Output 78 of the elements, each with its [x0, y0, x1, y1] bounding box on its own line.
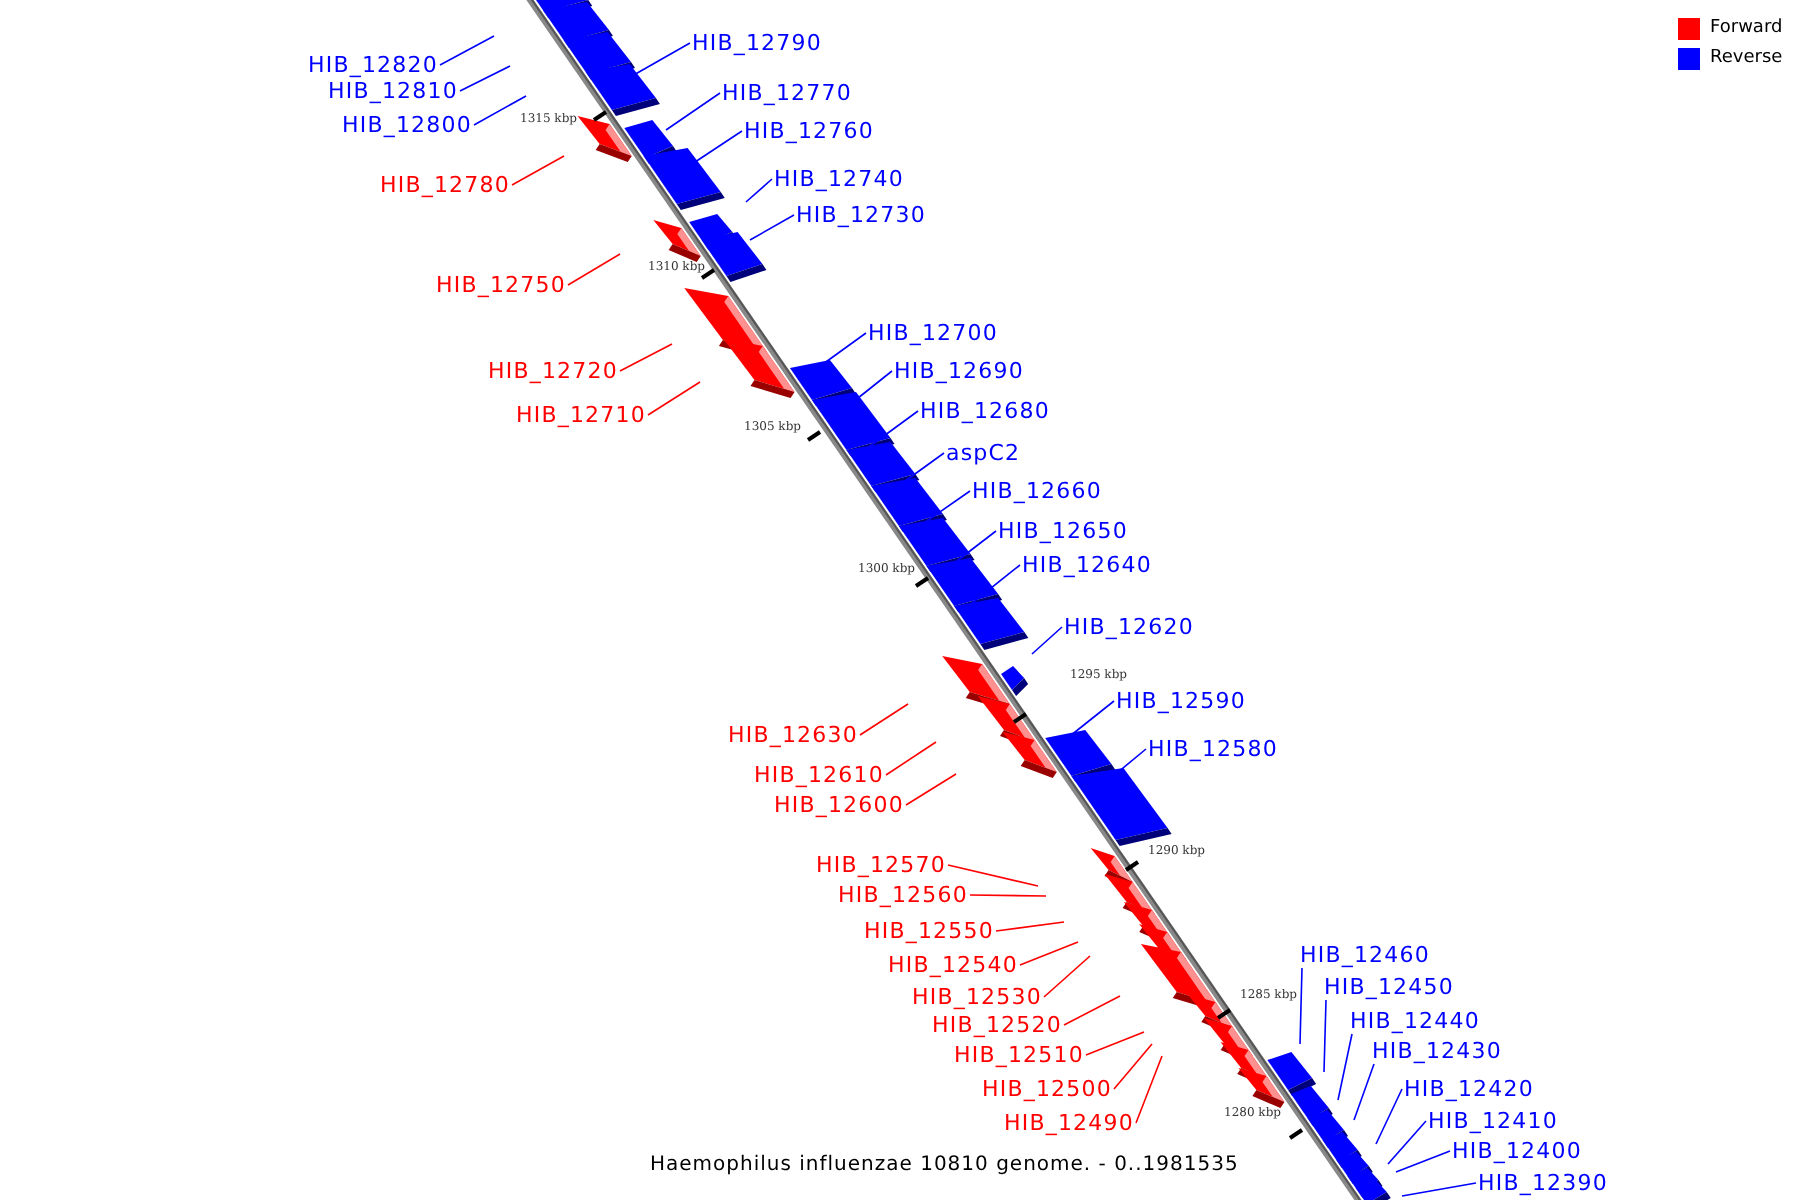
- leader-line: [631, 42, 691, 77]
- leader-line: [965, 564, 1021, 609]
- leader-line: [459, 65, 511, 92]
- leader-line: [619, 343, 673, 372]
- leader-line: [439, 35, 495, 66]
- leader-line: [1323, 999, 1327, 1073]
- gene-label: HIB_12540: [888, 952, 1018, 978]
- gene-label: HIB_12770: [722, 80, 852, 106]
- leader-line: [1401, 1182, 1477, 1197]
- gene-label: HIB_12600: [774, 792, 904, 818]
- gene-label: HIB_12780: [380, 172, 510, 198]
- gene-label: HIB_12810: [328, 78, 458, 104]
- gene-label: HIB_12390: [1478, 1170, 1608, 1196]
- gene-label: HIB_12720: [488, 358, 618, 384]
- leader-line: [947, 864, 1039, 887]
- leader-line: [1113, 1043, 1153, 1090]
- gene-label: HIB_12700: [868, 320, 998, 346]
- gene-label: HIB_12710: [516, 402, 646, 428]
- leader-line: [905, 773, 957, 806]
- leader-line: [511, 155, 565, 186]
- gene-label: HIB_12510: [954, 1042, 1084, 1068]
- gene-label: HIB_12560: [838, 882, 968, 908]
- leader-line: [995, 921, 1065, 932]
- gene-label: HIB_12520: [932, 1012, 1062, 1038]
- legend-label: Forward: [1710, 18, 1783, 38]
- leader-line: [1387, 1120, 1427, 1165]
- gene-label: HIB_12690: [894, 358, 1024, 384]
- gene-label: aspC2: [946, 440, 1021, 466]
- gene-label: HIB_12590: [1116, 688, 1246, 714]
- leader-line: [859, 703, 909, 736]
- leader-line: [567, 253, 621, 286]
- gene-label: HIB_12760: [744, 118, 874, 144]
- leader-line: [749, 214, 795, 241]
- gene-label: HIB_12790: [692, 30, 822, 56]
- gene-label: HIB_12550: [864, 918, 994, 944]
- leader-line: [473, 95, 527, 126]
- gene-label: HIB_12490: [1004, 1110, 1134, 1136]
- leader-line: [1135, 1055, 1163, 1124]
- leader-line: [665, 92, 721, 131]
- gene-label: HIB_12610: [754, 762, 884, 788]
- leader-line: [1337, 1033, 1353, 1101]
- gene-label: HIB_12640: [1022, 552, 1152, 578]
- gene-label: HIB_12680: [920, 398, 1050, 424]
- gene-label: HIB_12400: [1452, 1138, 1582, 1164]
- leader-line: [1299, 967, 1303, 1045]
- gene-label: HIB_12660: [972, 478, 1102, 504]
- gene-label: HIB_12420: [1404, 1076, 1534, 1102]
- gene-label: HIB_12820: [308, 52, 438, 78]
- gene-label: HIB_12580: [1148, 736, 1278, 762]
- gene-label: HIB_12750: [436, 272, 566, 298]
- gene-label: HIB_12440: [1350, 1008, 1480, 1034]
- leader-line: [885, 741, 937, 776]
- leader-line: [1031, 626, 1063, 655]
- gene-label: HIB_12620: [1064, 614, 1194, 640]
- gene-label: HIB_12800: [342, 112, 472, 138]
- leader-line: [1353, 1063, 1375, 1121]
- leader-line: [1043, 955, 1091, 998]
- gene-label: HIB_12730: [796, 202, 926, 228]
- gene-label: HIB_12500: [982, 1076, 1112, 1102]
- gene-label: HIB_12740: [774, 166, 904, 192]
- legend-label: Reverse: [1710, 48, 1783, 68]
- leader-line: [969, 894, 1047, 897]
- leader-line: [1375, 1088, 1403, 1145]
- leader-line: [1395, 1150, 1451, 1173]
- gene-label: HIB_12650: [998, 518, 1128, 544]
- leader-line: [1085, 1031, 1145, 1056]
- gene-label: HIB_12570: [816, 852, 946, 878]
- gene-label: HIB_12630: [728, 722, 858, 748]
- leader-line: [647, 381, 701, 416]
- leader-line: [1063, 995, 1121, 1026]
- gene-label: HIB_12430: [1372, 1038, 1502, 1064]
- caption: Haemophilus influenzae 10810 genome. - 0..1981535: [650, 1154, 1239, 1176]
- leader-line: [1019, 941, 1079, 966]
- gene-label: HIB_12450: [1324, 974, 1454, 1000]
- gene-label: HIB_12530: [912, 984, 1042, 1010]
- gene-label: HIB_12460: [1300, 942, 1430, 968]
- gene-label: HIB_12410: [1428, 1108, 1558, 1134]
- leader-line: [745, 178, 773, 203]
